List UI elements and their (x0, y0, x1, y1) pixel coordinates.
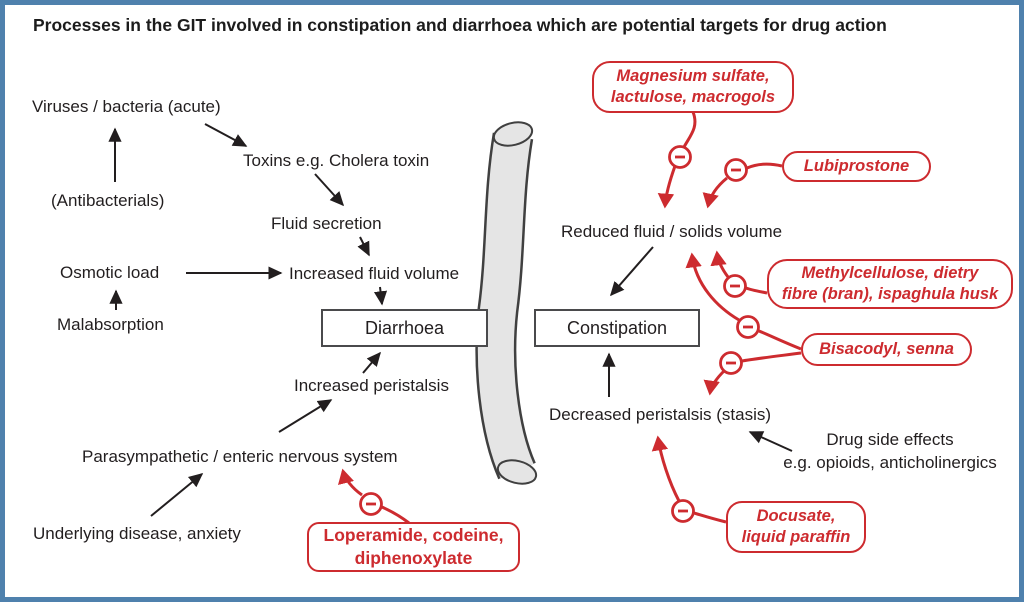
link-methylcellulose (710, 250, 768, 298)
arrow-drug-side-effects-to-decreased-peristalsis (748, 431, 793, 452)
arrow-fluid-secretion-to-increased-fluid (357, 236, 370, 257)
link-loperamide (338, 468, 410, 525)
node-osmotic-load: Osmotic load (60, 263, 160, 282)
drug-box-methylcellulose: Methylcellulose, dietry fibre (bran), is… (767, 259, 1013, 309)
constipation-box: Constipation (534, 309, 700, 347)
diarrhoea-box: Diarrhoea (321, 309, 488, 347)
node-malabsorption: Malabsorption (57, 315, 164, 334)
drug-box-magnesium: Magnesium sulfate, lactulose, macrogols (592, 61, 794, 113)
drug-box-bisacodyl: Bisacodyl, senna (801, 333, 972, 366)
causal-arrows (108, 123, 793, 517)
arrow-viruses-to-toxins (204, 123, 248, 147)
node-fluid-secretion: Fluid secretion (271, 214, 382, 233)
drug-box-lubiprostone: Lubiprostone (782, 151, 931, 182)
link-docusate (651, 435, 727, 524)
arrow-parasympathetic-to-increased-peristalsis (278, 399, 333, 433)
node-drug-side-effects: Drug side effects e.g. opioids, antichol… (783, 430, 997, 472)
node-underlying-disease: Underlying disease, anxiety (33, 524, 241, 543)
arrow-reduced-fluid-to-constipation (610, 246, 654, 297)
drug-box-docusate: Docusate, liquid paraffin (726, 501, 866, 553)
arrow-toxins-to-fluid-secretion (314, 173, 345, 207)
arrow-underlying-to-parasympathetic (150, 473, 204, 517)
inhibition-links (338, 111, 802, 525)
node-decreased-peristalsis: Decreased peristalsis (stasis) (549, 405, 772, 424)
node-toxins: Toxins e.g. Cholera toxin (243, 151, 430, 170)
node-reduced-fluid-volume: Reduced fluid / solids volume (561, 222, 783, 241)
node-increased-fluid-volume: Increased fluid volume (289, 264, 460, 283)
link-lubiprostone (702, 158, 783, 209)
diagram-title: Processes in the GIT involved in constip… (33, 15, 887, 35)
node-viruses-bacteria: Viruses / bacteria (acute) (32, 97, 221, 116)
arrow-increased-fluid-to-diarrhoea (373, 286, 388, 306)
node-antibacterials: (Antibacterials) (51, 191, 165, 210)
link-bisacodyl-upper (685, 252, 802, 351)
link-magnesium (657, 111, 697, 209)
arrow-increased-peristalsis-to-diarrhoea (362, 351, 381, 374)
diagram-canvas (108, 111, 802, 525)
node-parasympathetic: Parasympathetic / enteric nervous system (82, 447, 398, 466)
node-increased-peristalsis: Increased peristalsis (294, 376, 449, 395)
link-bisacodyl-lower (703, 351, 802, 396)
gut-tube-illustration (475, 121, 538, 485)
drug-box-loperamide: Loperamide, codeine, diphenoxylate (307, 522, 520, 572)
